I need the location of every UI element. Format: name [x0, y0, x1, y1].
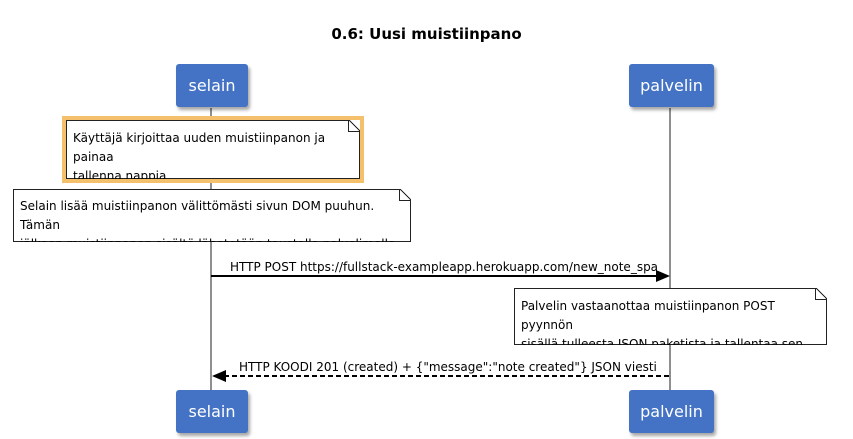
- actor-server-bottom: palvelin: [629, 390, 714, 433]
- note-server-action-fold: [815, 288, 827, 300]
- message-post-label: HTTP POST https://fullstack-exampleapp.h…: [230, 260, 659, 274]
- note-browser-action-fold: [399, 189, 411, 201]
- message-post-arrowhead: [656, 270, 670, 282]
- actor-server-top: palvelin: [629, 64, 714, 107]
- note-user-action-fold: [348, 120, 360, 132]
- lifeline-browser: [210, 108, 212, 390]
- lifeline-server: [669, 108, 671, 390]
- note-browser-action-line-1: Selain lisää muistiinpanon välittömästi …: [20, 199, 375, 232]
- actor-browser-bottom: selain: [176, 390, 248, 433]
- note-highlight: [62, 116, 364, 183]
- diagram-title: 0.6: Uusi muistiinpano: [331, 25, 522, 43]
- note-user-action-line-1: Käyttäjä kirjoittaa uuden muistiinpanon …: [73, 131, 326, 164]
- note-server-action-line-1: Palvelin vastaanottaa muistiinpanon POST…: [521, 299, 775, 332]
- actor-browser-top: selain: [176, 64, 248, 107]
- message-response-label: HTTP KOODI 201 (created) + {"message":"n…: [239, 360, 657, 374]
- message-response-arrowhead: [212, 370, 226, 382]
